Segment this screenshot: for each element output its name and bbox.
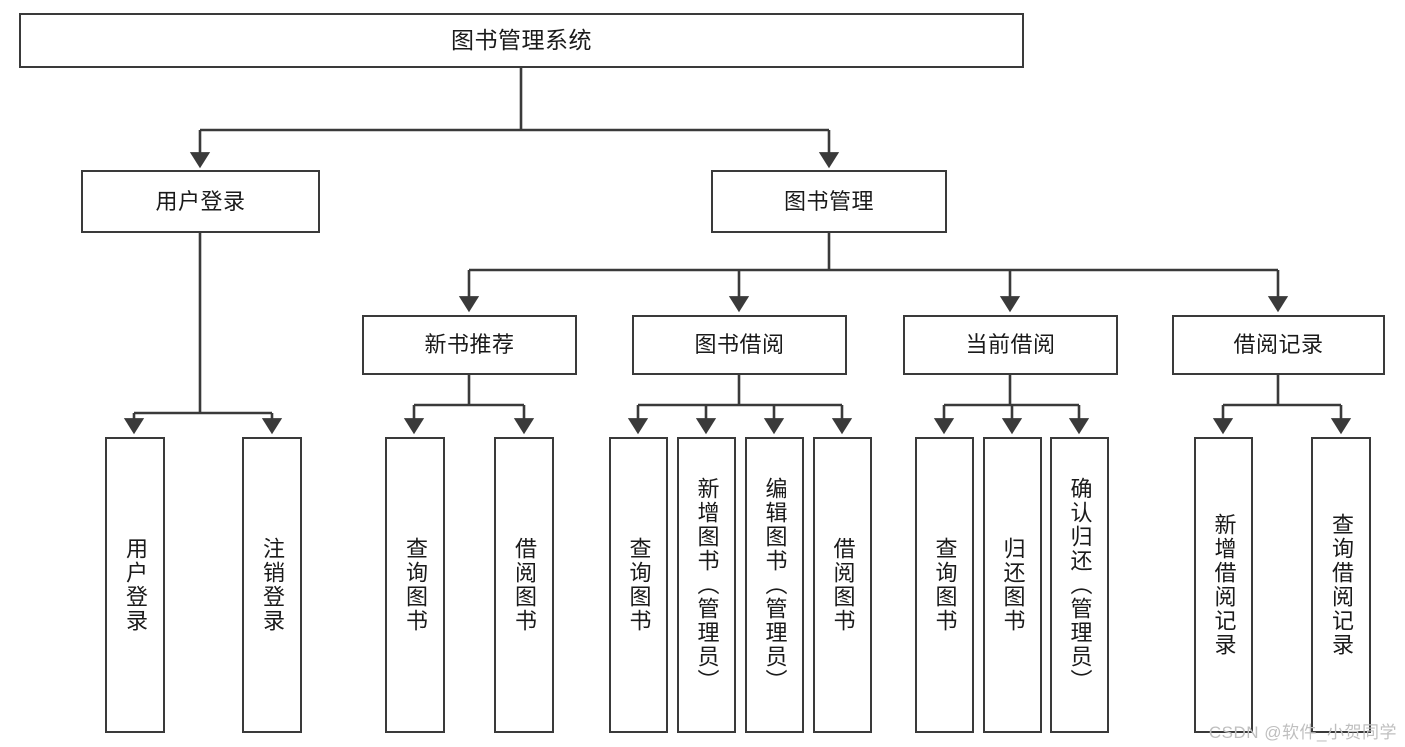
node-borrow-record[interactable]: 借阅记录 (1172, 315, 1385, 375)
node-label: 图书借阅 (694, 332, 785, 358)
node-label: 当前借阅 (965, 332, 1056, 358)
node-label: 查询图书 (403, 537, 428, 633)
node-label: 查询借阅记录 (1329, 513, 1354, 657)
node-label: 图书管理系统 (451, 27, 592, 54)
node-leaf-edit-book[interactable]: 编辑图书（管理员） (745, 437, 804, 733)
node-leaf-query-book-borrow[interactable]: 查询图书 (609, 437, 668, 733)
node-book-borrow[interactable]: 图书借阅 (632, 315, 847, 375)
node-label: 用户登录 (155, 188, 246, 214)
node-leaf-return-book[interactable]: 归还图书 (983, 437, 1042, 733)
node-label: 借阅记录 (1233, 332, 1324, 358)
node-leaf-query-book-recommend[interactable]: 查询图书 (385, 437, 445, 733)
node-label: 归还图书 (1000, 537, 1026, 633)
node-label: 借阅图书 (830, 537, 856, 633)
node-label: 新书推荐 (424, 332, 515, 358)
node-label: 编辑图书（管理员） (762, 477, 788, 693)
node-leaf-logout-login[interactable]: 注销登录 (242, 437, 302, 733)
node-leaf-add-record[interactable]: 新增借阅记录 (1194, 437, 1253, 733)
node-leaf-query-record[interactable]: 查询借阅记录 (1311, 437, 1371, 733)
node-current-borrow[interactable]: 当前借阅 (903, 315, 1118, 375)
node-label: 借阅图书 (512, 537, 537, 633)
node-leaf-user-login[interactable]: 用户登录 (105, 437, 165, 733)
node-label: 查询图书 (626, 537, 652, 633)
node-label: 新增图书（管理员） (694, 477, 720, 693)
node-leaf-query-book-current[interactable]: 查询图书 (915, 437, 974, 733)
node-leaf-confirm-return[interactable]: 确认归还（管理员） (1050, 437, 1109, 733)
node-leaf-add-book[interactable]: 新增图书（管理员） (677, 437, 736, 733)
node-root-system[interactable]: 图书管理系统 (19, 13, 1024, 68)
node-label: 确认归还（管理员） (1067, 477, 1093, 693)
node-label: 新增借阅记录 (1211, 513, 1237, 657)
node-leaf-borrow-book-recommend[interactable]: 借阅图书 (494, 437, 554, 733)
node-label: 用户登录 (123, 537, 148, 633)
node-new-book-recommend[interactable]: 新书推荐 (362, 315, 577, 375)
node-user-login[interactable]: 用户登录 (81, 170, 320, 233)
node-label: 图书管理 (783, 188, 874, 214)
node-label: 查询图书 (932, 537, 958, 633)
node-label: 注销登录 (260, 537, 285, 633)
node-leaf-borrow-book[interactable]: 借阅图书 (813, 437, 872, 733)
node-book-manage[interactable]: 图书管理 (711, 170, 947, 233)
